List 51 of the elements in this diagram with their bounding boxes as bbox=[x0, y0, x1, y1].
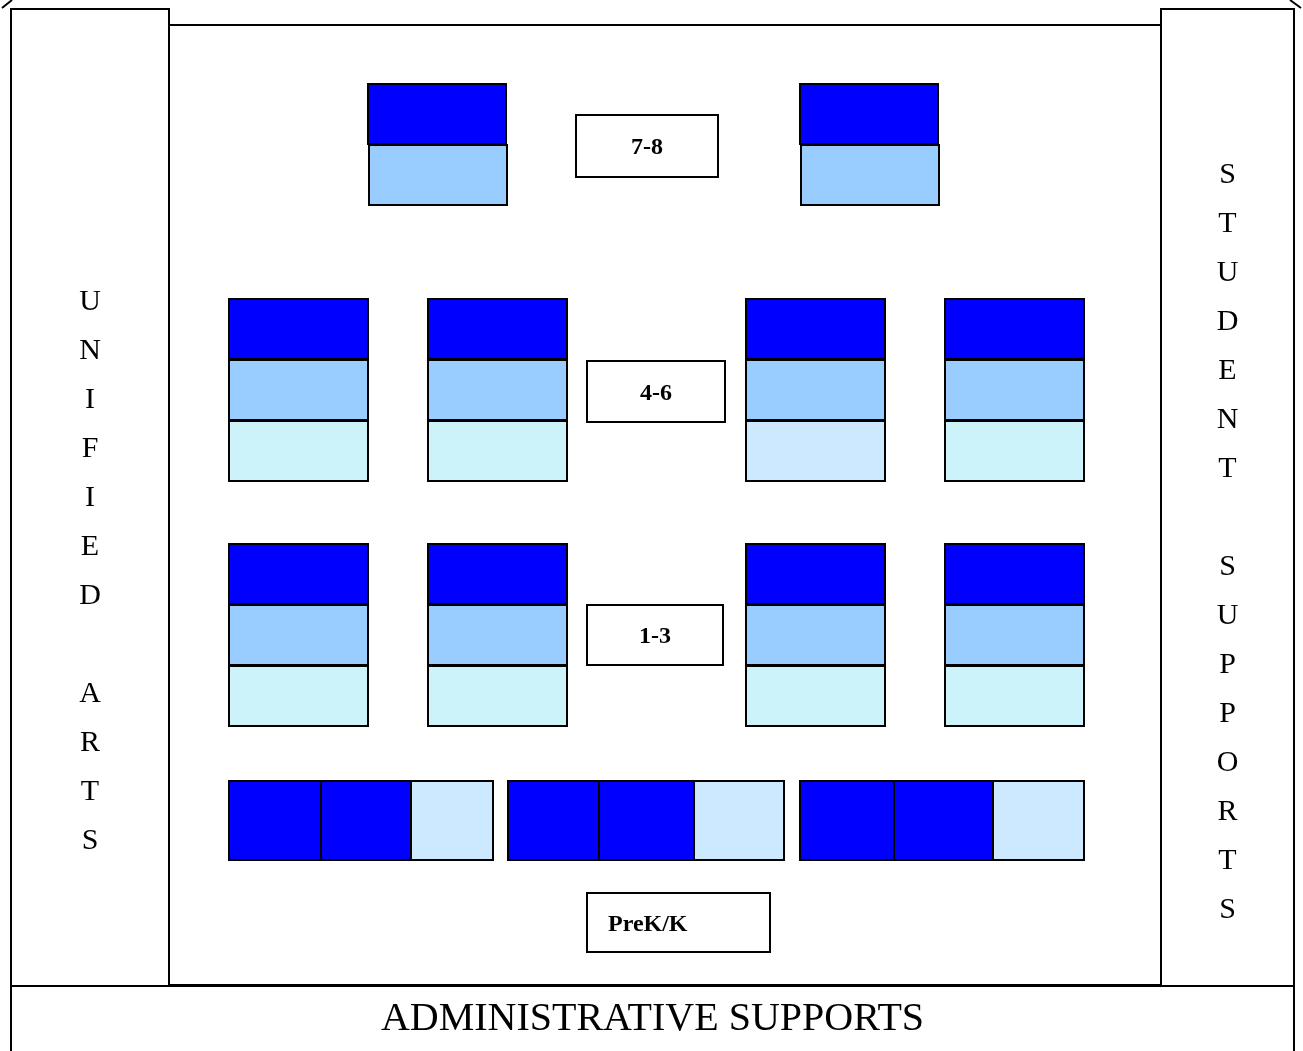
grade-label-box bbox=[586, 360, 726, 423]
classroom-block bbox=[799, 780, 895, 861]
classroom-block bbox=[745, 543, 886, 605]
classroom-block bbox=[427, 604, 568, 666]
band-label: ADMINISTRATIVE SUPPORTS bbox=[379, 993, 926, 1040]
vertical-label: UNIFIED ARTS bbox=[78, 282, 102, 857]
classroom-block bbox=[944, 359, 1085, 421]
classroom-block bbox=[410, 780, 494, 861]
classroom-block bbox=[320, 780, 412, 861]
classroom-block bbox=[228, 665, 369, 727]
grade-label-box bbox=[575, 114, 719, 178]
classroom-block bbox=[507, 780, 600, 861]
classroom-block bbox=[745, 420, 886, 482]
grade-label: 1-3 bbox=[638, 621, 672, 649]
classroom-block bbox=[228, 604, 369, 666]
grade-label: PreK/K bbox=[608, 909, 689, 936]
classroom-block bbox=[368, 144, 508, 206]
classroom-block bbox=[427, 543, 568, 605]
classroom-block bbox=[944, 665, 1085, 727]
classroom-block bbox=[367, 83, 507, 145]
classroom-block bbox=[745, 359, 886, 421]
classroom-block bbox=[427, 359, 568, 421]
column-band bbox=[1160, 8, 1295, 987]
classroom-block bbox=[228, 359, 369, 421]
classroom-block bbox=[228, 298, 369, 360]
classroom-block bbox=[944, 420, 1085, 482]
classroom-block bbox=[799, 83, 939, 145]
classroom-block bbox=[745, 665, 886, 727]
classroom-block bbox=[427, 665, 568, 727]
classroom-block bbox=[944, 543, 1085, 605]
classroom-block bbox=[427, 298, 568, 360]
footer-band bbox=[10, 985, 1295, 1051]
classroom-block bbox=[745, 298, 886, 360]
classroom-block bbox=[228, 543, 369, 605]
classroom-block bbox=[944, 298, 1085, 360]
classroom-block bbox=[893, 780, 994, 861]
grade-label-box bbox=[586, 892, 771, 953]
classroom-block bbox=[745, 604, 886, 666]
classroom-block bbox=[427, 420, 568, 482]
classroom-block bbox=[228, 420, 369, 482]
classroom-block bbox=[228, 780, 322, 861]
classroom-block bbox=[800, 144, 940, 206]
classroom-block bbox=[693, 780, 785, 861]
vertical-label: STUDENT SUPPORTS bbox=[1215, 155, 1240, 926]
classroom-block bbox=[598, 780, 695, 861]
grade-label: 4-6 bbox=[639, 378, 673, 405]
grade-label: 7-8 bbox=[630, 132, 664, 160]
classroom-block bbox=[944, 604, 1085, 666]
grade-label-box bbox=[586, 604, 724, 666]
column-band bbox=[10, 8, 170, 987]
classroom-block bbox=[992, 780, 1085, 861]
